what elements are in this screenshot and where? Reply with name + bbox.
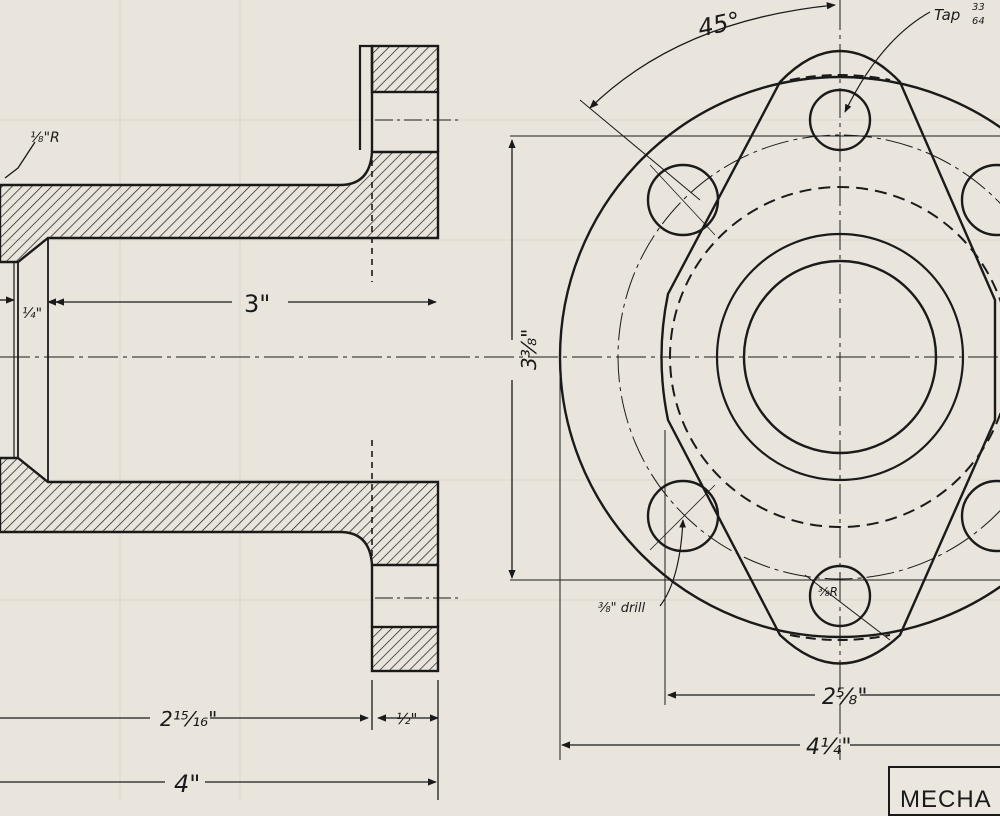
flange-thickness-label: ½"	[396, 710, 417, 728]
lower-hub-wall	[0, 456, 440, 567]
side-dimensions	[0, 141, 439, 800]
fillet-note: ⅛"R	[30, 130, 60, 146]
angle-label: 45°	[695, 6, 742, 42]
diamond-boss-outline	[660, 49, 997, 665]
flange-diameter-label: 4¼"	[806, 735, 851, 760]
fillet-radius-note: ⅜R	[818, 585, 838, 599]
front-view	[508, 0, 1000, 760]
title-block: MECHA	[888, 766, 1000, 816]
tap-note: Tap	[934, 6, 960, 24]
chamfer-width-label: ¼"	[22, 306, 42, 322]
hub-length-label: 2¹⁵⁄₁₆"	[160, 707, 217, 731]
overall-length-label: 4"	[174, 770, 200, 798]
upper-flange-top	[370, 44, 440, 94]
side-section-view	[0, 44, 460, 673]
lower-flange-bottom	[370, 625, 440, 673]
bore-depth-label: 3"	[244, 290, 270, 318]
bolt-circle-dimension: 3⅜"	[517, 329, 541, 370]
bolt-hole-lower-left	[646, 479, 720, 553]
upper-hub-wall	[0, 150, 440, 264]
bolt-hole-upper-right	[960, 163, 1000, 237]
drill-note: ⅜" drill	[598, 601, 646, 616]
bolt-hole-upper-left	[646, 163, 720, 237]
tap-fraction-denominator: 64	[972, 16, 985, 27]
bolt-hole-lower-right	[960, 479, 1000, 553]
title-block-text: MECHA	[900, 786, 992, 813]
tap-fraction-numerator: 33	[972, 2, 985, 13]
bolt-spacing-label: 2⅝"	[822, 685, 867, 710]
